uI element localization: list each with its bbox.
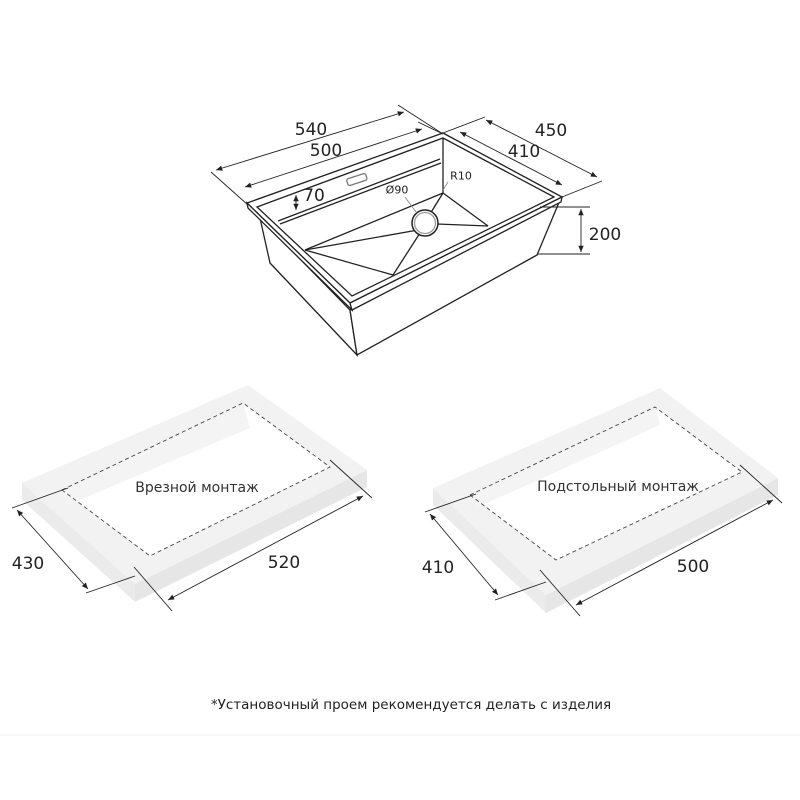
sink-outer-width-label: 450 [534, 121, 568, 141]
sink-inner-width-label: 410 [507, 142, 541, 162]
sink-ledge-label: 70 [303, 186, 325, 206]
flush-mount-dimension-lines [11, 459, 373, 612]
drain-diameter-label: Ø90 [385, 183, 409, 197]
corner-radius-label: R10 [450, 169, 472, 183]
undermount-width-label: 410 [421, 558, 455, 578]
flush-mount-width-label: 430 [11, 554, 45, 574]
sink-depth-label: 200 [588, 225, 622, 245]
undermount-dimension-lines [424, 464, 783, 617]
sink-drawing [245, 132, 564, 357]
flush-mount-length-label: 520 [267, 553, 301, 573]
undermount-length-label: 500 [676, 557, 710, 577]
flush-mount-caption: Врезной монтаж [135, 480, 259, 496]
footnote: *Установочный проем рекомендуется делать… [210, 697, 612, 713]
undermount-caption: Подстольный монтаж [537, 479, 699, 495]
sink-outer-length-label: 540 [294, 120, 328, 140]
sink-dimension-lines [210, 104, 603, 255]
sink-inner-length-label: 500 [309, 141, 343, 161]
